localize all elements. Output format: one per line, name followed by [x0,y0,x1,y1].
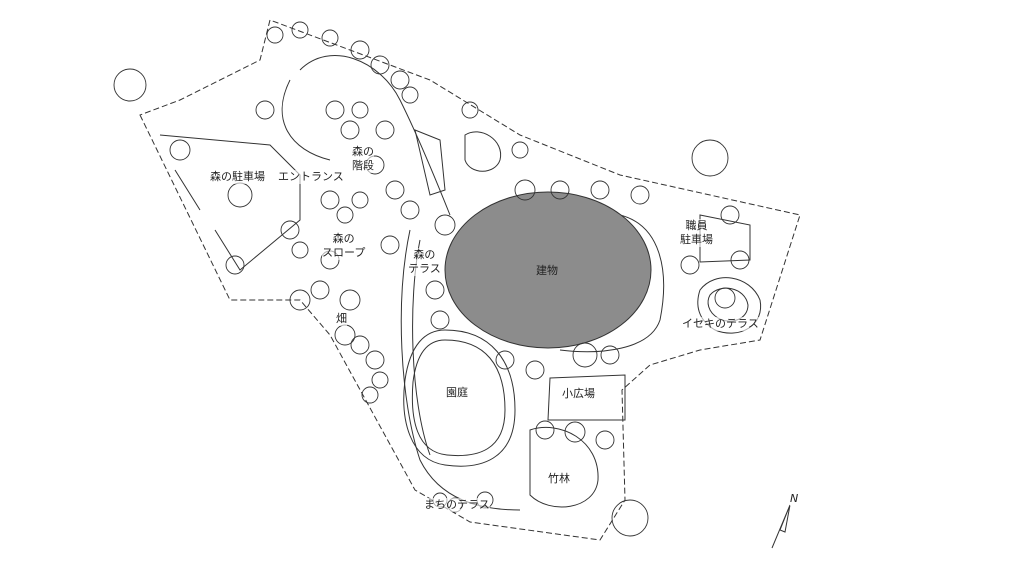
tree-symbol [321,29,339,47]
label-forest-parking: 森の駐車場 [210,170,265,184]
tree-symbol [325,100,345,120]
tree-symbol [714,287,736,309]
label-garden: 園庭 [446,386,468,400]
label-forest-terrace-line2: テラス [408,262,441,275]
label-forest-slope-line1: 森の [332,232,355,245]
tree-symbol [227,182,253,208]
tree-symbol [113,68,147,102]
tree-symbol [401,86,419,104]
parking-lot [159,134,301,271]
tree-symbol [169,139,191,161]
tree-symbol [720,205,740,225]
label-entrance: エントランス [278,170,344,184]
tree-symbol [351,101,369,119]
label-forest-stairs: 森の階段 [352,145,374,173]
building-footprint [444,191,652,349]
label-forest-slope-line2: スロープ [322,246,366,259]
tree-symbol [334,324,356,346]
tree-symbol [320,190,340,210]
garden-track [403,329,516,467]
label-field: 畑 [336,312,347,326]
tree-symbol [350,40,370,60]
tree-symbol [600,345,620,365]
label-town-terrace: まちのテラス [424,498,490,512]
garden-track-inner [411,339,506,457]
tree-symbol [339,289,361,311]
tree-symbol [425,280,445,300]
label-forest-slope: 森のスロープ [322,232,366,260]
tree-symbol [611,499,649,537]
label-forest-terrace: 森のテラス [408,248,441,276]
tree-symbol [564,421,586,443]
label-building: 建物 [536,264,558,277]
tree-symbol [280,220,300,240]
tree-symbol [371,371,389,389]
tree-symbol [291,241,309,259]
tree-symbol [380,235,400,255]
tree-symbol [511,141,529,159]
tree-symbol [430,310,450,330]
tree-symbol [535,420,555,440]
tree-symbol [495,350,515,370]
label-iseki-terrace: イセキのテラス [682,317,759,331]
tree-symbol [291,21,309,39]
tree-symbol [375,120,395,140]
tree-symbol [390,70,410,90]
tree-symbol [514,179,536,201]
tree-symbol [310,280,330,300]
tree-symbol [351,191,369,209]
tree-symbol [680,255,700,275]
tree-symbol [434,214,456,236]
tree-symbol [400,200,420,220]
tree-symbol [370,55,390,75]
tree-symbol [461,101,479,119]
slope-path [414,129,446,196]
label-staff-parking-line1: 職員 [685,219,708,232]
tree-symbol [525,360,545,380]
tree-symbol [595,430,615,450]
label-bamboo-grove: 竹林 [548,472,570,486]
site-boundary [139,19,801,541]
tree-symbol [365,350,385,370]
tree-symbol [340,120,360,140]
bamboo-area [529,426,599,508]
tree-symbol [225,255,245,275]
tree-symbol [630,185,650,205]
tree-symbol [691,139,729,177]
label-small-plaza: 小広場 [562,387,595,401]
tree-symbol [730,250,750,270]
label-forest-stairs-line2: 階段 [352,159,374,172]
small-plaza-area [547,374,626,421]
tree-symbol [289,289,311,311]
tree-symbol [266,26,284,44]
tree-symbol [361,386,379,404]
building-terrace-ring [559,214,665,353]
tree-symbol [385,180,405,200]
tree-symbol [590,180,610,200]
label-staff-parking-line2: 駐車場 [680,233,713,246]
tree-symbol [255,100,275,120]
north-label: N [790,492,799,506]
tree-symbol [572,342,598,368]
label-forest-stairs-line1: 森の [352,145,374,158]
tree-symbol [336,206,354,224]
label-staff-parking: 職員駐車場 [680,219,713,247]
path-loop [281,55,451,216]
pond-shape [464,131,502,172]
tree-symbol [350,335,370,355]
north-arrow [771,504,791,549]
label-forest-terrace-line1: 森の [413,248,436,261]
tree-symbol [550,180,570,200]
